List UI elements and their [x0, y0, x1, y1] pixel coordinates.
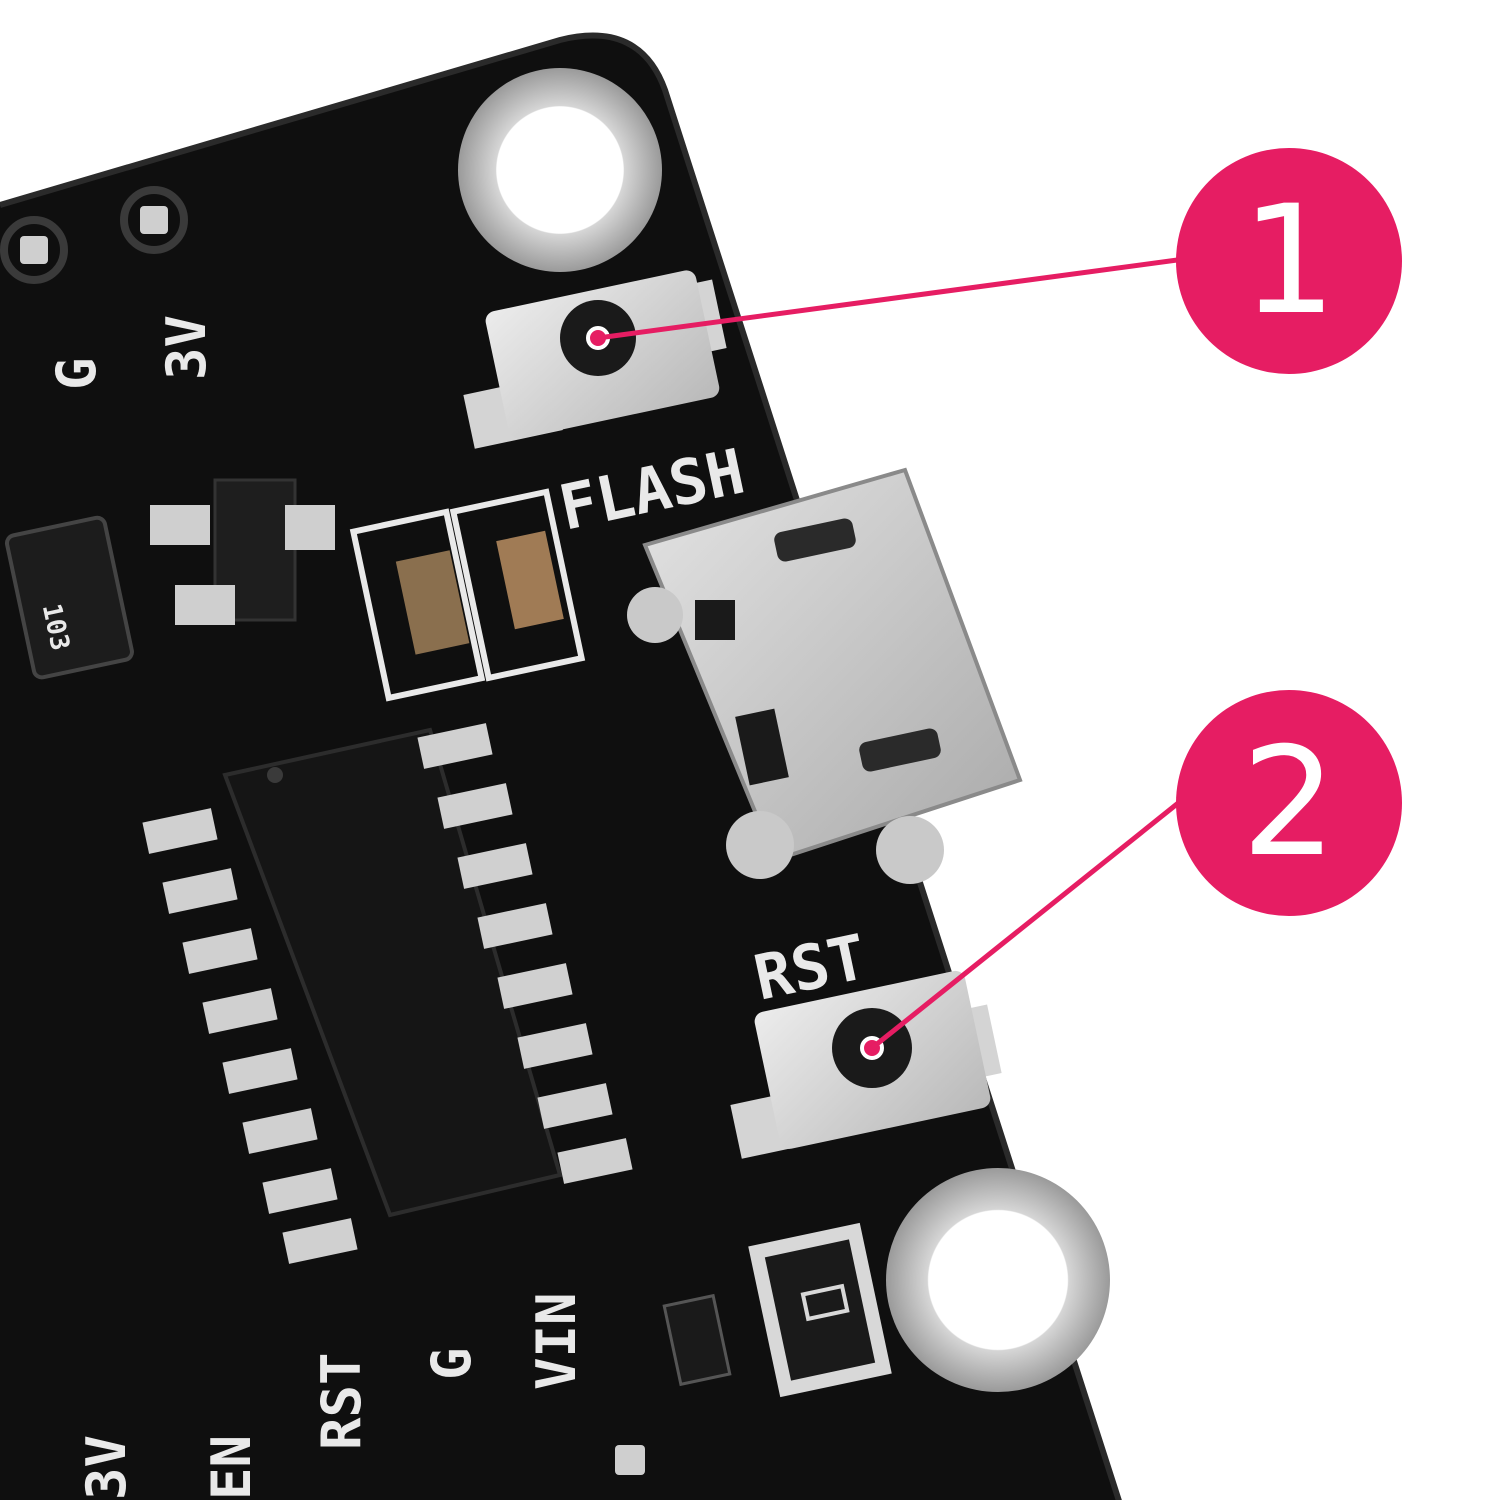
silk-3v-bottom: 3V: [75, 1435, 138, 1500]
diode: [748, 1222, 892, 1398]
silk-rst-bottom: RST: [310, 1352, 373, 1450]
silk-g-top: G: [45, 357, 108, 390]
callout-number-1: 1: [1241, 174, 1337, 348]
chip-pins: [142, 723, 633, 1264]
callout-1-leader: [597, 255, 1193, 341]
micro-usb-connector: [627, 467, 1023, 884]
silk-3v-top: 3V: [155, 315, 218, 380]
usb-serial-chip: [222, 727, 563, 1218]
mounting-hole-bottom: [886, 1168, 1110, 1392]
callout-badge-2: 2: [1176, 690, 1402, 916]
callout-badge-1: 1: [1176, 148, 1402, 374]
callout-2-leader: [870, 798, 1184, 1050]
silk-vin: VIN: [525, 1292, 588, 1390]
flash-button-shape: [463, 270, 727, 449]
resistor-array: 103: [4, 515, 134, 680]
rst-button-shape: [730, 970, 1002, 1159]
silk-en: EN: [200, 1435, 263, 1500]
mounting-hole-top: [458, 68, 662, 272]
callout-number-2: 2: [1241, 716, 1337, 890]
silk-g-bottom: G: [420, 1347, 483, 1380]
